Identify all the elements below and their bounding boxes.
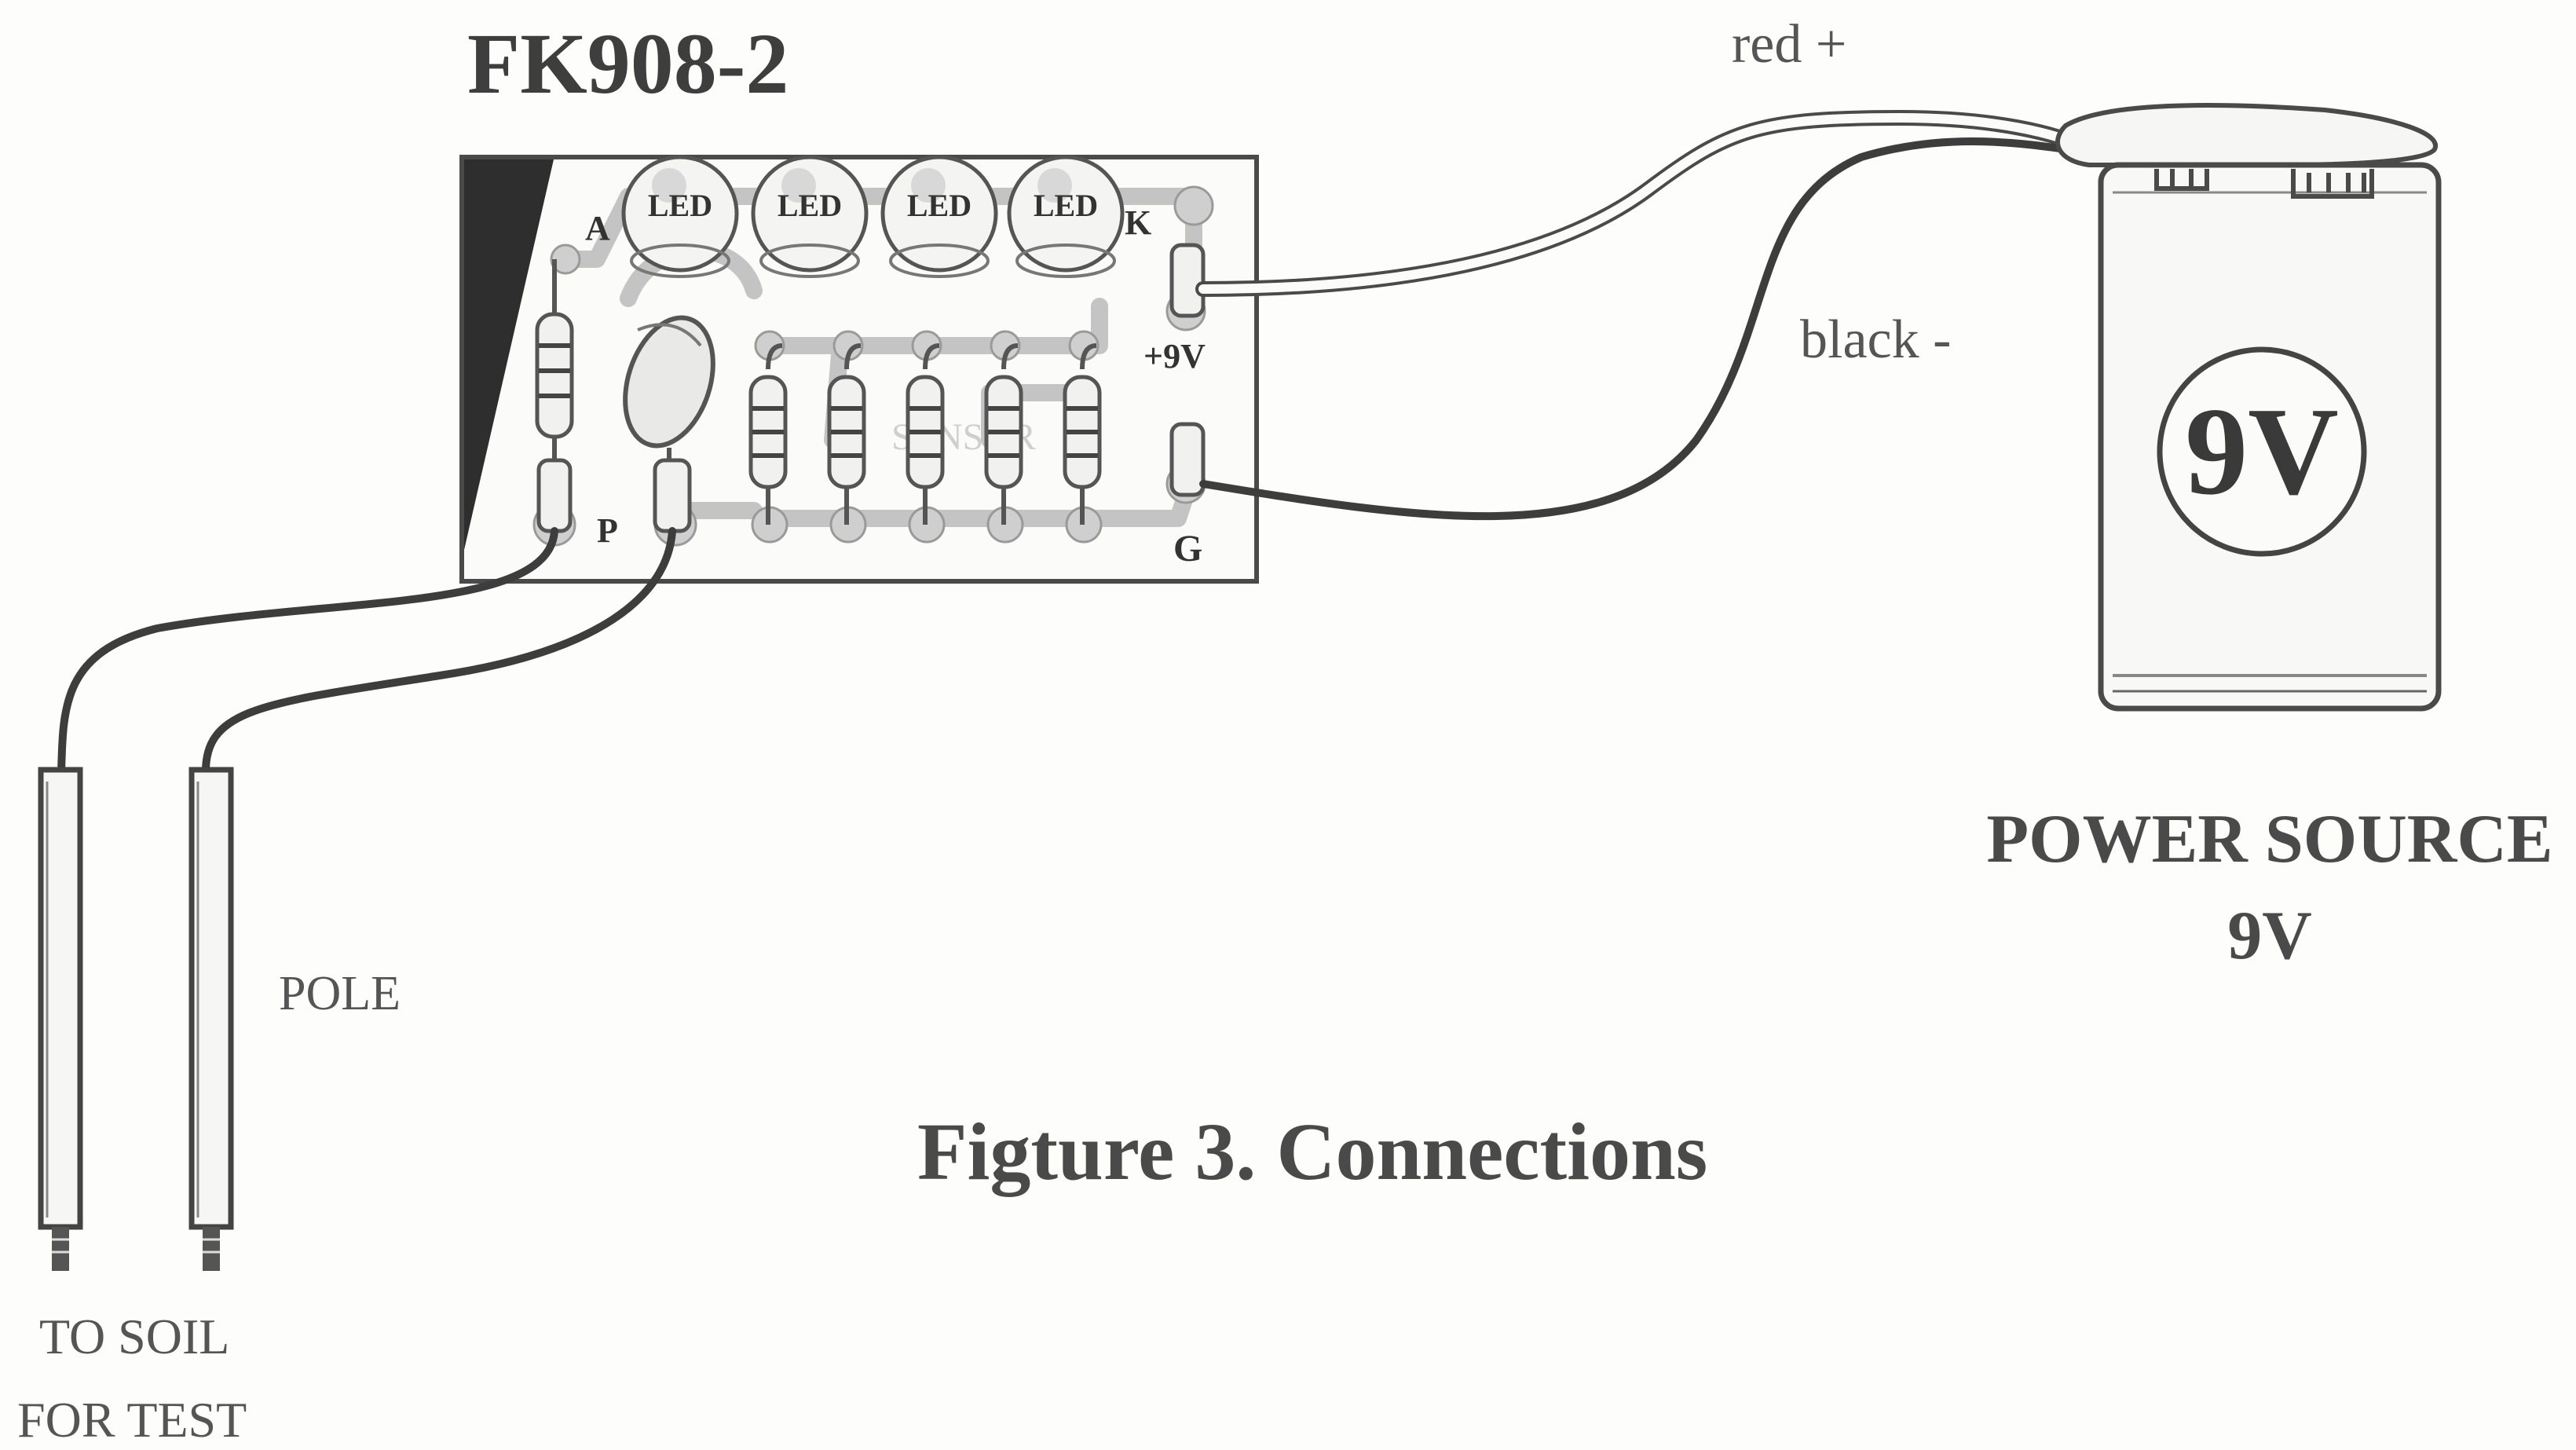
- probe-pin-1: [536, 458, 573, 533]
- pad-label-k: K: [1125, 203, 1151, 242]
- battery-terminals: [2154, 169, 2374, 199]
- resistor-5: [1063, 343, 1102, 525]
- resistor-3: [906, 343, 945, 525]
- terminal-pins: [536, 243, 1206, 533]
- battery-snap-clip: [2055, 103, 2439, 167]
- resistor-4: [984, 343, 1023, 525]
- battery-wires: [1195, 109, 2097, 521]
- pad-label-plus9v: +9V: [1143, 337, 1206, 375]
- figure-caption: Figture 3. Connections: [917, 1107, 1708, 1197]
- led-2-label: LED: [778, 188, 842, 223]
- pole-label: POLE: [279, 967, 401, 1020]
- led-row: LED LED LED LED: [621, 155, 1125, 278]
- probe-rod-1: [38, 767, 83, 1271]
- soil-label-line2: FOR TEST: [17, 1392, 247, 1448]
- pad-label-a: A: [585, 209, 610, 247]
- red-wire-label: red +: [1732, 14, 1847, 75]
- resistor-1: [748, 343, 788, 525]
- probe-wires: [57, 527, 676, 778]
- power-source-voltage: 9V: [2227, 898, 2312, 974]
- plus9v-pin: [1169, 243, 1206, 318]
- black-wire-label: black -: [1800, 309, 1952, 370]
- led-2: [751, 155, 869, 278]
- probe-wire-1: [57, 527, 558, 778]
- led-3: [880, 155, 998, 278]
- power-source-title: POWER SOURCE: [1986, 801, 2553, 877]
- soil-probes: [38, 767, 234, 1271]
- soil-label-line1: TO SOIL: [39, 1309, 230, 1364]
- battery-face-label: 9V: [2185, 381, 2339, 521]
- led-1: [621, 155, 739, 278]
- led-3-label: LED: [907, 188, 971, 223]
- pcb-dark-corner: [464, 159, 554, 550]
- resistor-2: [827, 343, 866, 525]
- battery-9v: 9V: [2055, 103, 2442, 712]
- ground-pin: [1169, 422, 1206, 497]
- probe-wire-2: [201, 527, 676, 778]
- resistor-left: [535, 259, 574, 468]
- pad-label-g: G: [1173, 528, 1202, 569]
- probe-rod-2: [188, 767, 234, 1271]
- black-wire: [1199, 137, 2069, 521]
- resistor-row: [748, 343, 1102, 525]
- probe-pin-2: [653, 458, 692, 533]
- led-4-label: LED: [1034, 188, 1098, 223]
- pcb-board: SENSOR: [459, 155, 1259, 584]
- led-1-label: LED: [648, 188, 712, 223]
- led-4: [1007, 155, 1125, 278]
- transistor: [623, 315, 715, 471]
- pad-label-p: P: [597, 511, 618, 550]
- battery-badge: [2157, 346, 2367, 557]
- board-title: FK908-2: [467, 16, 789, 112]
